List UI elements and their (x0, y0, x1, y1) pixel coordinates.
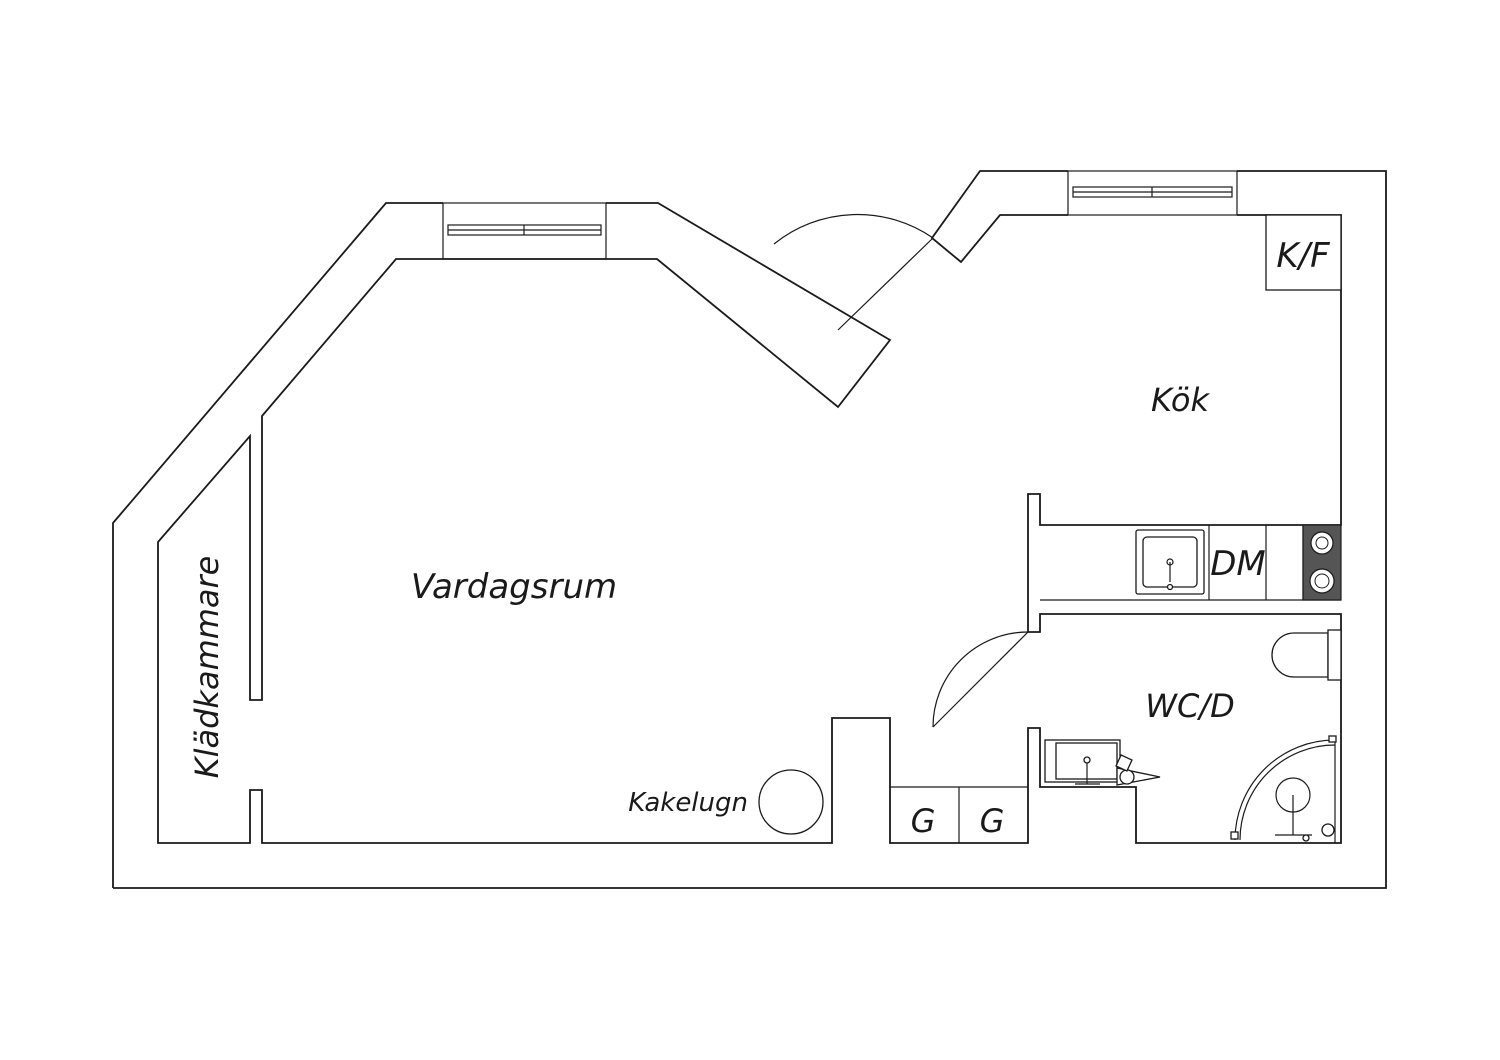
tiled-stove (758, 769, 824, 835)
tiled-stove-label: Kakelugn (628, 788, 748, 818)
bidet-spray (1115, 754, 1161, 786)
living-room-label: Vardagsrum (411, 567, 617, 607)
walk-in-closet-label: Klädkammare (188, 556, 226, 779)
kitchen-sink (1135, 529, 1205, 595)
kitchen-label: Kök (1151, 381, 1210, 419)
window-living-room (442, 202, 607, 260)
wardrobes (890, 786, 1028, 843)
window-kitchen (1067, 170, 1238, 216)
wardrobe-label-1: G (911, 802, 936, 840)
dishwasher-label: DM (1210, 544, 1266, 584)
fridge-freezer-label: K/F (1276, 236, 1330, 276)
shower (1230, 735, 1337, 843)
stove-top (1302, 524, 1342, 601)
washbasin (1044, 739, 1121, 785)
bathroom-door (932, 631, 1029, 728)
fridge-freezer (1265, 214, 1342, 291)
wardrobe-label-2: G (980, 802, 1005, 840)
bathroom-label: WC/D (1145, 687, 1234, 725)
toilet (1271, 629, 1342, 681)
entrance-door (773, 213, 934, 331)
